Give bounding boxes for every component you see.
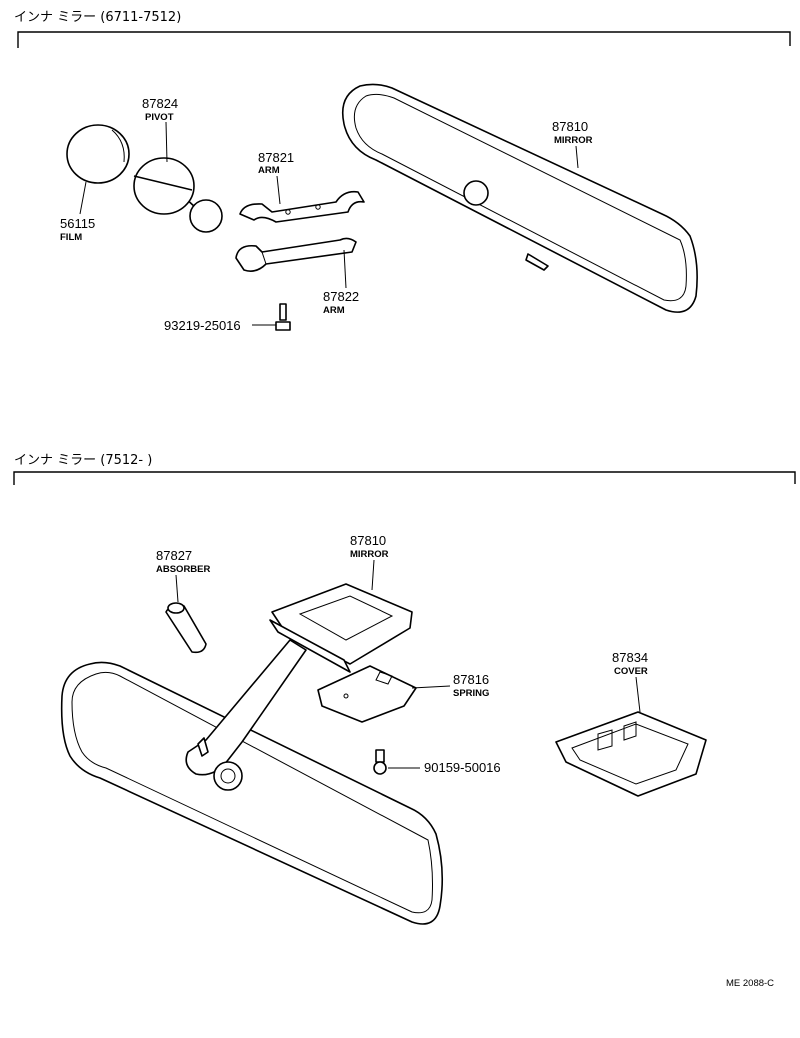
arm-upper-icon [239, 190, 365, 223]
cover-icon [555, 711, 707, 797]
part-56115-number: 56115 [60, 216, 95, 231]
leader-87816 [411, 685, 451, 689]
screw-2-icon [373, 749, 387, 775]
part-87816-number: 87816 [453, 672, 489, 687]
leader-87821 [276, 175, 281, 205]
part-87816-name: SPRING [453, 688, 489, 699]
part-87834-number: 87834 [612, 650, 648, 665]
leader-87834 [635, 676, 641, 713]
mirror-1-icon [341, 83, 698, 313]
leader-87822 [343, 249, 347, 289]
part-87821-number: 87821 [258, 150, 294, 165]
part-93219-number: 93219-25016 [164, 318, 241, 333]
section-bracket-1 [17, 31, 791, 48]
section-title-1: インナ ミラー (6711-7512) [14, 10, 181, 25]
reference-code: ME 2088-C [726, 978, 774, 989]
absorber-icon [165, 602, 207, 654]
film-disc-icon [66, 124, 130, 184]
part-87810-1-name: MIRROR [554, 135, 593, 146]
part-87834-name: COVER [614, 666, 648, 677]
part-87827-name: ABSORBER [156, 564, 211, 575]
leader-87827 [175, 574, 179, 603]
pivot-icon [133, 157, 223, 233]
part-56115-name: FILM [60, 232, 82, 243]
part-90159-number: 90159-50016 [424, 760, 501, 775]
part-87810-1-number: 87810 [552, 119, 588, 134]
screw-icon [275, 303, 291, 331]
section-bracket-2 [13, 471, 796, 485]
leader-87810-1 [575, 145, 579, 169]
leader-87824 [165, 121, 168, 163]
part-87822-name: ARM [323, 305, 345, 316]
part-87822-number: 87822 [323, 289, 359, 304]
mirror-bracket-icon [269, 583, 413, 673]
section-title-2: インナ ミラー (7512- ) [14, 453, 152, 468]
arm-lower-icon [235, 237, 357, 272]
part-87824-number: 87824 [142, 96, 178, 111]
part-87810-2-name: MIRROR [350, 549, 389, 560]
spring-icon [317, 665, 417, 723]
part-87821-name: ARM [258, 165, 280, 176]
part-87827-number: 87827 [156, 548, 192, 563]
leader-87810-2 [371, 559, 375, 591]
part-87824-name: PIVOT [145, 112, 174, 123]
leader-56115 [79, 181, 87, 215]
mirror-stay-icon [185, 639, 307, 791]
part-87810-2-number: 87810 [350, 533, 386, 548]
